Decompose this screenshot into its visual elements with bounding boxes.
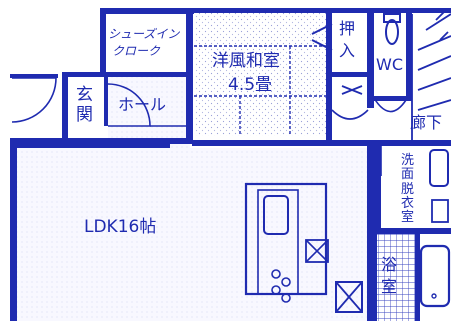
washroom-label-1: 洗 xyxy=(401,153,414,168)
washing-machine-icon xyxy=(431,199,449,223)
hall-door-swing xyxy=(107,83,151,127)
wc-label: WC xyxy=(376,55,403,74)
kitchen-storage-icon xyxy=(305,239,329,263)
kitchen-sink-icon xyxy=(263,195,289,235)
hall-divider-wall xyxy=(104,76,108,126)
fridge-cross xyxy=(335,281,363,313)
washroom-left-wall xyxy=(375,146,381,232)
bathtub-drain-icon xyxy=(431,293,437,299)
hall-label: ホール xyxy=(118,95,166,114)
closet-label-2: 入 xyxy=(339,41,355,60)
closet-bottom-wall xyxy=(332,72,368,77)
top-wall xyxy=(193,8,451,13)
shoe-closet-left-wall xyxy=(100,8,106,76)
toilet-bowl-icon xyxy=(385,19,399,45)
kitchen-storage-cross xyxy=(305,239,329,263)
shoe-closet-label-2: クローク xyxy=(112,44,161,58)
washroom-bottom-wall xyxy=(375,228,451,234)
closet-lower-door-swing xyxy=(331,109,369,120)
entrance-label-1: 玄 xyxy=(76,85,93,105)
bath-label-2: 室 xyxy=(381,277,397,296)
tatami-floor xyxy=(194,12,326,136)
closet-right-wall xyxy=(367,8,374,108)
kitchen-stove-icon xyxy=(271,269,291,303)
ldk-mid-wall xyxy=(192,140,372,146)
washroom-label-5: 室 xyxy=(401,209,414,225)
washbasin-icon xyxy=(429,149,449,187)
washroom-label-2: 面 xyxy=(401,167,414,182)
shoe-closet-label-1: シューズイン xyxy=(108,27,180,41)
ldk-floor xyxy=(17,148,367,321)
closet-door xyxy=(311,23,333,51)
stairs xyxy=(411,11,451,140)
corridor-bottom-wall xyxy=(372,140,451,146)
closet-shelf-mark xyxy=(341,85,363,95)
ldk-left-wall xyxy=(10,138,17,321)
fridge-icon xyxy=(335,281,363,313)
ldk-right-wall xyxy=(367,140,375,321)
tatami-frame xyxy=(194,45,326,136)
wc-bottom-wall xyxy=(374,96,412,101)
washroom-label-4: 衣 xyxy=(401,195,414,211)
ldk-top-wall xyxy=(10,138,170,148)
bathtub-icon xyxy=(419,244,451,308)
bath-left-wall xyxy=(369,232,377,321)
entrance-left-wall xyxy=(62,76,68,142)
toilet-tank-icon xyxy=(383,13,401,23)
hall-top-wall xyxy=(62,72,192,77)
bath-right-wall xyxy=(415,232,420,321)
western-japanese-room-label: 洋風和室 xyxy=(212,51,280,71)
entrance-door-swing xyxy=(11,77,57,123)
tatami-right-wall xyxy=(326,8,332,140)
closet-label-1: 押 xyxy=(339,19,355,38)
wc-right-wall xyxy=(406,8,412,100)
room-size-label: 4.5畳 xyxy=(228,75,272,95)
shoe-closet-top-wall xyxy=(104,8,194,14)
hall-right-wall xyxy=(186,8,193,144)
bath-label-1: 浴 xyxy=(381,255,397,274)
wc-door-swing xyxy=(373,97,407,113)
ldk-hall-wall xyxy=(170,138,192,144)
entrance-label-2: 関 xyxy=(76,105,93,125)
bath-floor xyxy=(375,232,417,321)
corridor-label: 廊下 xyxy=(410,113,442,132)
ldk-label: LDK16帖 xyxy=(84,217,156,237)
hall-floor xyxy=(108,72,190,148)
entrance-door-jamb xyxy=(10,74,58,78)
washroom-label-3: 脱 xyxy=(401,182,414,197)
